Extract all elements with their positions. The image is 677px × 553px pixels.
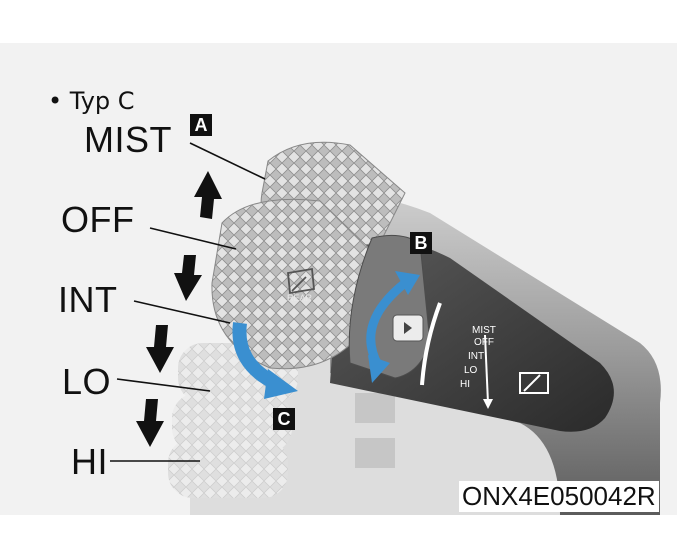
position-off: OFF — [61, 199, 135, 240]
position-mist: MIST — [84, 119, 172, 160]
down-arrow-3 — [136, 399, 164, 447]
up-arrow — [194, 171, 222, 219]
play-icon — [404, 322, 412, 334]
stalk-legend-item: HI — [460, 379, 470, 390]
variant-label: • Typ C — [48, 87, 135, 115]
down-arrow-1 — [174, 255, 202, 301]
rear-wiper-knob[interactable] — [211, 198, 373, 370]
stalk-legend-item: INT — [468, 351, 484, 362]
rear-label: REAR — [287, 293, 313, 303]
image-code: ONX4E050042R — [459, 481, 659, 512]
stalk-legend-item: MIST — [472, 325, 496, 336]
position-int: INT — [58, 279, 118, 320]
stalk-legend: MIST OFF INT LO HI — [460, 325, 496, 390]
callout-a: A — [190, 114, 212, 136]
callout-c: C — [273, 408, 295, 430]
rotation-arrow-b — [366, 279, 408, 368]
callout-b: B — [410, 232, 432, 254]
position-lo: LO — [62, 361, 112, 402]
direction-arrows — [136, 171, 222, 447]
stalk-legend-item: OFF — [474, 337, 494, 348]
down-arrow-2 — [146, 325, 174, 373]
range-bar — [420, 302, 442, 386]
position-hi: HI — [71, 441, 108, 482]
stalk-legend-item: LO — [464, 365, 478, 376]
front-wiper-icon — [519, 372, 549, 394]
rear-wiper-icon — [287, 267, 315, 295]
illustration-panel: REAR MIST OFF INT LO HI • Typ C MIST OFF… — [0, 43, 677, 515]
leader-lines — [110, 142, 266, 462]
wiper-stalk-illustration: REAR MIST OFF INT LO HI — [110, 141, 661, 515]
speed-arrow — [484, 334, 489, 404]
